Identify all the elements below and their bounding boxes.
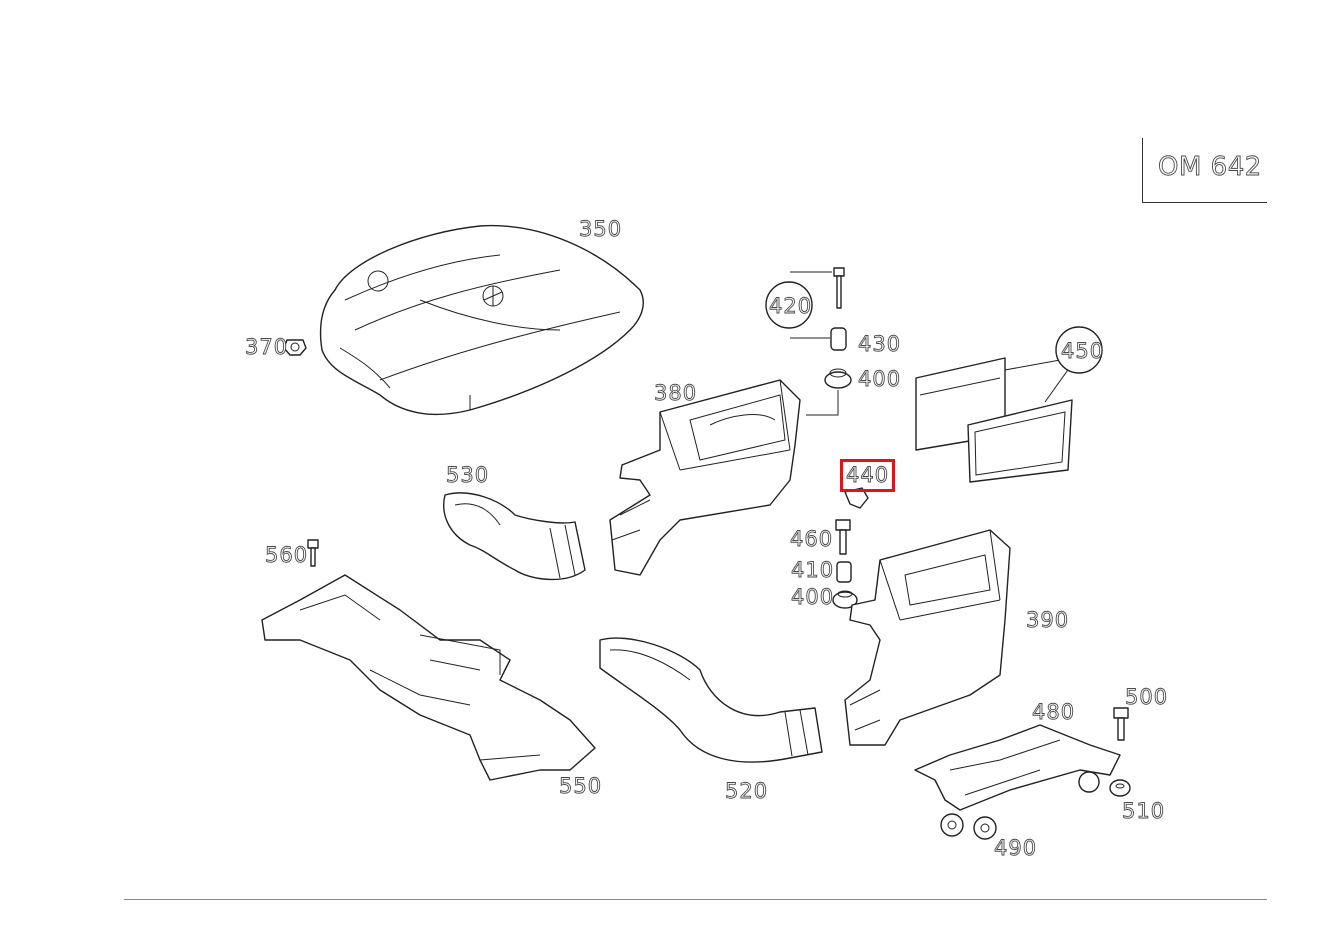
mount-490-part[interactable] xyxy=(940,813,997,840)
engine-cover-part[interactable] xyxy=(319,224,644,416)
callout-450[interactable]: 450 xyxy=(1061,339,1105,363)
callout-440[interactable]: 440 xyxy=(846,463,890,487)
duct-assembly-550-part[interactable] xyxy=(261,574,596,781)
callout-490[interactable]: 490 xyxy=(994,836,1038,860)
callout-400-lower[interactable]: 400 xyxy=(791,585,835,609)
clip-560-part[interactable] xyxy=(307,539,319,567)
callout-510[interactable]: 510 xyxy=(1122,799,1166,823)
callout-390[interactable]: 390 xyxy=(1026,608,1070,632)
callout-530[interactable]: 530 xyxy=(446,463,490,487)
callout-350[interactable]: 350 xyxy=(579,217,623,241)
callout-560[interactable]: 560 xyxy=(265,543,309,567)
intake-duct-530-part[interactable] xyxy=(443,492,586,581)
callout-420[interactable]: 420 xyxy=(769,294,813,318)
air-filter-housing-right-part[interactable] xyxy=(844,529,1011,746)
callout-500[interactable]: 500 xyxy=(1125,685,1169,709)
bolt-420-part[interactable] xyxy=(765,267,845,339)
callout-520[interactable]: 520 xyxy=(725,779,769,803)
callout-370[interactable]: 370 xyxy=(245,335,289,359)
highlight-box xyxy=(840,459,895,492)
callout-410[interactable]: 410 xyxy=(791,558,835,582)
bolt-500-part[interactable] xyxy=(1113,707,1129,741)
engine-code-label: OM 642 xyxy=(1158,152,1262,183)
callout-400-upper[interactable]: 400 xyxy=(858,367,902,391)
callout-430[interactable]: 430 xyxy=(858,332,902,356)
clip-440-part[interactable] xyxy=(844,487,869,509)
grommet-400-upper-part[interactable] xyxy=(806,368,852,416)
grommet-400-lower-part[interactable] xyxy=(832,590,858,609)
bracket-480-part[interactable] xyxy=(914,724,1121,811)
callout-460[interactable]: 460 xyxy=(790,527,834,551)
filter-element-450-part[interactable] xyxy=(915,326,1103,483)
intake-duct-520-part[interactable] xyxy=(599,637,823,763)
bushing-430-part[interactable] xyxy=(830,327,847,351)
callout-480[interactable]: 480 xyxy=(1032,700,1076,724)
spacer-410-part[interactable] xyxy=(836,561,852,583)
bolt-460-part[interactable] xyxy=(835,519,851,555)
engine-code-box: OM 642 xyxy=(1142,138,1267,203)
air-filter-housing-left-part[interactable] xyxy=(609,379,801,576)
callout-380[interactable]: 380 xyxy=(654,381,698,405)
callout-550[interactable]: 550 xyxy=(559,774,603,798)
mount-bushing-part[interactable] xyxy=(1078,771,1100,793)
washer-510-part[interactable] xyxy=(1109,779,1131,797)
footer-divider xyxy=(124,899,1267,900)
grommet-370-part[interactable] xyxy=(283,339,307,356)
